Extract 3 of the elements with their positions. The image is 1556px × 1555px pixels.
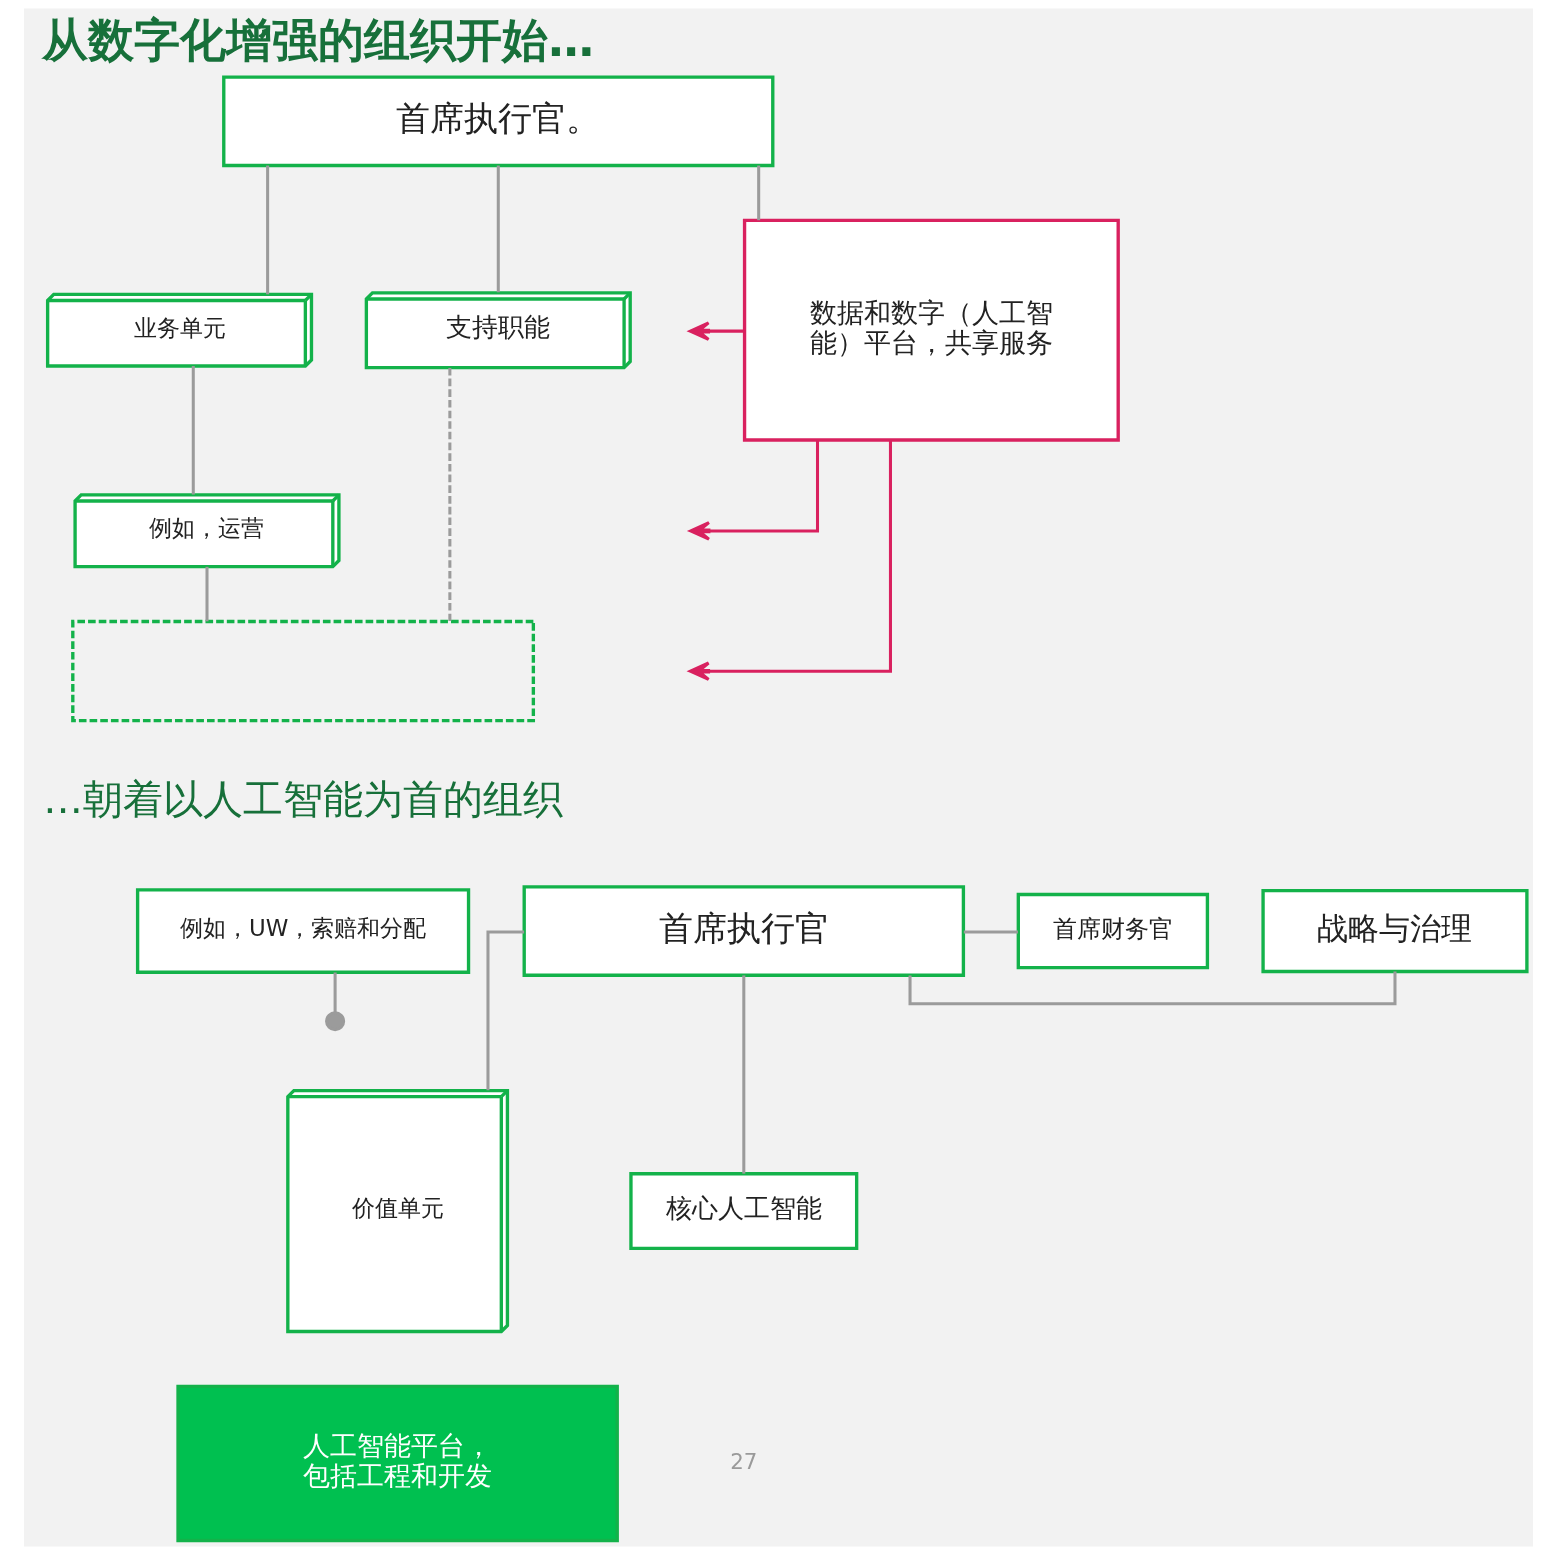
label: …朝着以人工智能为首的组织 bbox=[42, 776, 563, 823]
diagram-title: 从数字化增强的组织开始… bbox=[41, 13, 594, 67]
label: 27 bbox=[729, 1449, 757, 1475]
